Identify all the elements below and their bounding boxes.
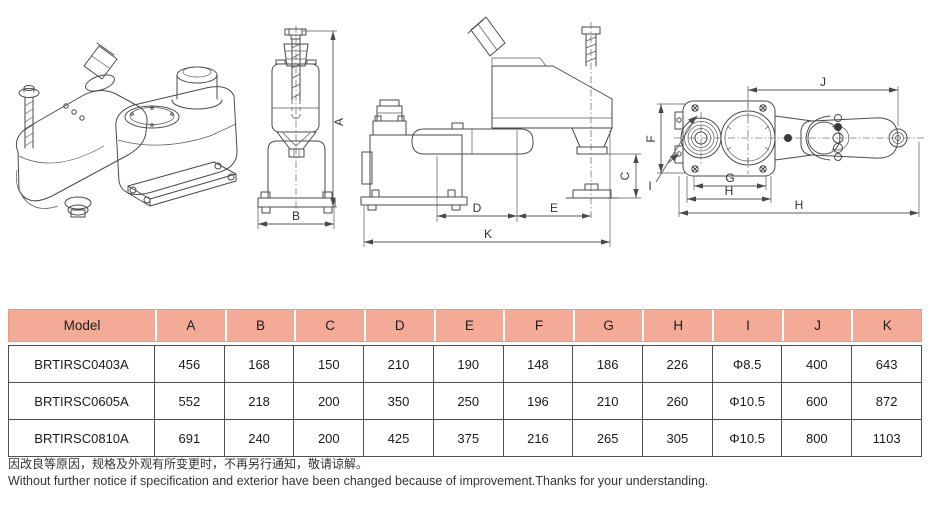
col-header-h: H xyxy=(644,310,715,341)
spec-cell: 250 xyxy=(432,382,504,420)
bolt-ticks xyxy=(726,113,770,163)
spec-cell: 375 xyxy=(432,419,504,457)
spec-cell: 240 xyxy=(223,419,295,457)
col-header-b: B xyxy=(227,310,297,341)
spec-cell: 305 xyxy=(642,419,713,457)
model-cell: BRTIRSC0403A xyxy=(8,345,155,383)
spec-cell: 260 xyxy=(642,382,713,420)
col-header-d: D xyxy=(366,310,436,341)
isometric-view-drawing xyxy=(15,42,238,218)
dim-label-h-base: H xyxy=(725,184,734,198)
dim-label-e: E xyxy=(550,201,558,215)
spec-cell: 691 xyxy=(154,419,225,457)
spec-cell: 600 xyxy=(781,382,853,420)
spec-cell: 218 xyxy=(223,382,295,420)
table-row: BRTIRSC0810A 691 240 200 425 375 216 265… xyxy=(8,419,922,457)
spec-cell: 643 xyxy=(851,345,922,383)
spec-cell: 552 xyxy=(154,382,225,420)
table-row: BRTIRSC0605A 552 218 200 350 250 196 210… xyxy=(8,382,922,420)
spec-cell: 186 xyxy=(572,345,644,383)
spec-cell: 196 xyxy=(502,382,574,420)
spec-cell: 350 xyxy=(363,382,434,420)
spec-cell: 168 xyxy=(223,345,295,383)
col-header-c: C xyxy=(296,310,366,341)
dim-label-d: D xyxy=(473,201,482,215)
col-header-model: Model xyxy=(9,310,157,341)
spec-cell: 200 xyxy=(293,382,365,420)
front-view-drawing: A B xyxy=(257,26,346,229)
spec-cell: 872 xyxy=(851,382,922,420)
spec-cell: 425 xyxy=(363,419,434,457)
model-cell: BRTIRSC0605A xyxy=(8,382,155,420)
dim-label-i: I xyxy=(648,179,651,193)
dim-label-a: A xyxy=(332,118,346,126)
spec-cell: 200 xyxy=(293,419,365,457)
dim-label-f: F xyxy=(644,135,658,142)
top-view-drawing: F I G H H xyxy=(644,75,924,217)
dim-label-c: C xyxy=(618,171,632,180)
side-view-drawing: C D E K xyxy=(360,16,641,247)
disclaimer-chinese: 因改良等原因，规格及外观有所变更时，不再另行通知，敬请谅解。 xyxy=(8,457,369,471)
col-header-k: K xyxy=(882,318,892,333)
dim-label-g: G xyxy=(725,171,734,185)
spec-cell: 190 xyxy=(432,345,504,383)
dim-label-b: B xyxy=(292,209,300,223)
table-row: BRTIRSC0403A 456 168 150 210 190 148 186… xyxy=(8,345,922,383)
spec-cell: Φ8.5 xyxy=(711,345,783,383)
spec-cell: 265 xyxy=(572,419,644,457)
spec-cell: Φ10.5 xyxy=(711,419,783,457)
spec-cell: 210 xyxy=(363,345,434,383)
spec-cell: 1103 xyxy=(851,419,922,457)
spec-table: Model A B C D E F G H I J K BRTIRSC0403A… xyxy=(8,309,922,457)
col-header-a: A xyxy=(157,310,227,341)
technical-drawings: A B xyxy=(15,16,924,247)
dim-label-k: K xyxy=(484,227,492,241)
model-cell: BRTIRSC0810A xyxy=(8,419,155,457)
spec-cell: 226 xyxy=(642,345,713,383)
dim-label-j: J xyxy=(820,75,826,89)
col-header-g: G xyxy=(575,310,645,341)
disclaimer-english: Without further notice if specification … xyxy=(8,474,709,488)
col-header-i: I xyxy=(714,310,784,341)
spec-cell: 210 xyxy=(572,382,644,420)
dim-label-h-overall: H xyxy=(795,198,804,212)
spec-cell: 400 xyxy=(781,345,853,383)
spec-cell: 456 xyxy=(154,345,225,383)
spec-cell: 800 xyxy=(781,419,853,457)
spec-cell: 216 xyxy=(502,419,574,457)
col-header-e: E xyxy=(436,310,506,341)
spec-cell: 150 xyxy=(293,345,365,383)
spec-table-body: BRTIRSC0403A 456 168 150 210 190 148 186… xyxy=(8,345,922,457)
spec-table-header: Model A B C D E F G H I J K xyxy=(8,309,922,342)
corner-screws xyxy=(691,104,767,173)
col-header-j: J xyxy=(784,310,854,341)
spec-cell: 148 xyxy=(502,345,574,383)
col-header-f: F xyxy=(505,310,575,341)
spec-cell: Φ10.5 xyxy=(711,382,783,420)
